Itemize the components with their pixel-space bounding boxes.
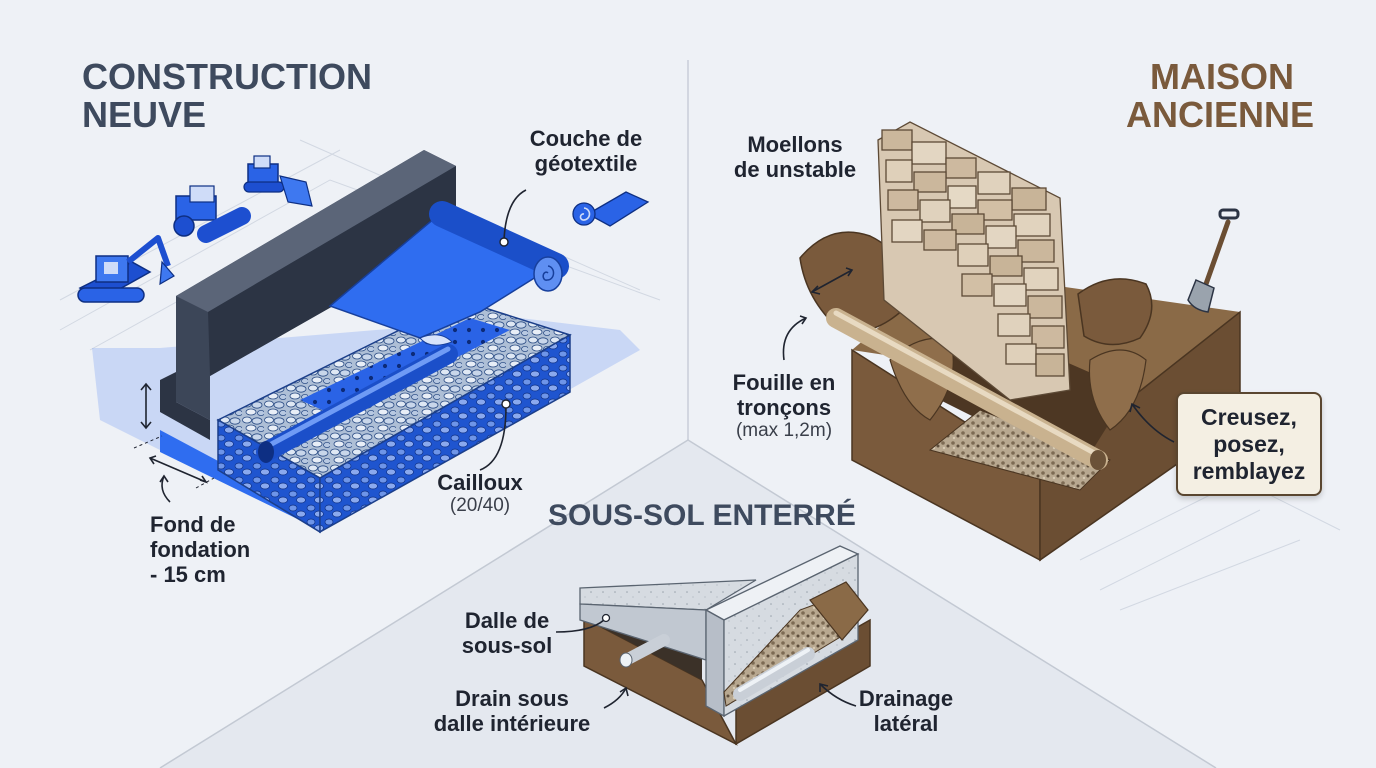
rubble-label: Moellons de unstable xyxy=(730,132,860,182)
old-house-title-line2: ANCIENNE xyxy=(1126,94,1315,135)
trench-label: Fouille en tronçons (max 1,2m) xyxy=(724,370,844,442)
foundation-label: Fond de fondation - 15 cm xyxy=(150,512,270,587)
shovel-icon xyxy=(1187,208,1240,313)
rubble-label-line2: de unstable xyxy=(733,157,857,182)
lateral-drainage-label-line2: latéral xyxy=(873,711,939,736)
trench-label-max: (max 1,2m) xyxy=(735,420,833,441)
gravel-label-name: Cailloux xyxy=(437,470,523,495)
foundation-label-line3: - 15 cm xyxy=(150,562,226,587)
under-slab-drain-label-line2: dalle intérieure xyxy=(433,711,591,736)
excavator-icon xyxy=(77,235,175,303)
under-slab-drain-label-line1: Drain sous xyxy=(455,686,569,711)
foundation-label-line1: Fond de xyxy=(150,512,236,537)
geotextile-roll-icon xyxy=(572,191,650,227)
under-slab-drain-label: Drain sous dalle intérieure xyxy=(424,686,600,736)
new-construction-title-line2: NEUVE xyxy=(82,94,207,135)
rubble-label-line1: Moellons xyxy=(747,132,843,157)
slab-label: Dalle de sous-sol xyxy=(452,608,562,658)
trench-label-line2: tronçons xyxy=(736,395,832,420)
bulldozer-icon xyxy=(243,155,313,207)
basement-illustration xyxy=(555,545,871,746)
basement-title: SOUS-SOL ENTERRÉ xyxy=(548,499,856,532)
gravel-label-size: (20/40) xyxy=(449,495,511,516)
lateral-drainage-label: Drainage latéral xyxy=(854,686,958,736)
roller-icon xyxy=(173,185,251,243)
old-house-title: MAISON ANCIENNE xyxy=(1126,56,1315,135)
old-house-title-line1: MAISON xyxy=(1150,56,1294,97)
old-house-illustration xyxy=(782,121,1241,562)
dig-lay-backfill-callout: Creusez, posez, remblayez xyxy=(1176,392,1322,496)
callout-text: Creusez, posez, remblayez xyxy=(1192,403,1306,484)
geotextile-label: Couche de géotextile xyxy=(526,126,646,176)
new-construction-title-line1: CONSTRUCTION xyxy=(82,56,372,97)
lateral-drainage-label-line1: Drainage xyxy=(858,686,954,711)
new-construction-title: CONSTRUCTION NEUVE xyxy=(82,58,372,134)
slab-label-line1: Dalle de xyxy=(464,608,550,633)
slab-label-line2: sous-sol xyxy=(461,633,553,658)
foundation-label-line2: fondation xyxy=(150,537,251,562)
new-construction-illustration xyxy=(92,150,640,534)
gravel-label: Cailloux (20/40) xyxy=(430,470,530,517)
geotextile-label-line1: Couche de xyxy=(529,126,643,151)
geotextile-label-line2: géotextile xyxy=(534,151,638,176)
trench-label-line1: Fouille en xyxy=(732,370,836,395)
